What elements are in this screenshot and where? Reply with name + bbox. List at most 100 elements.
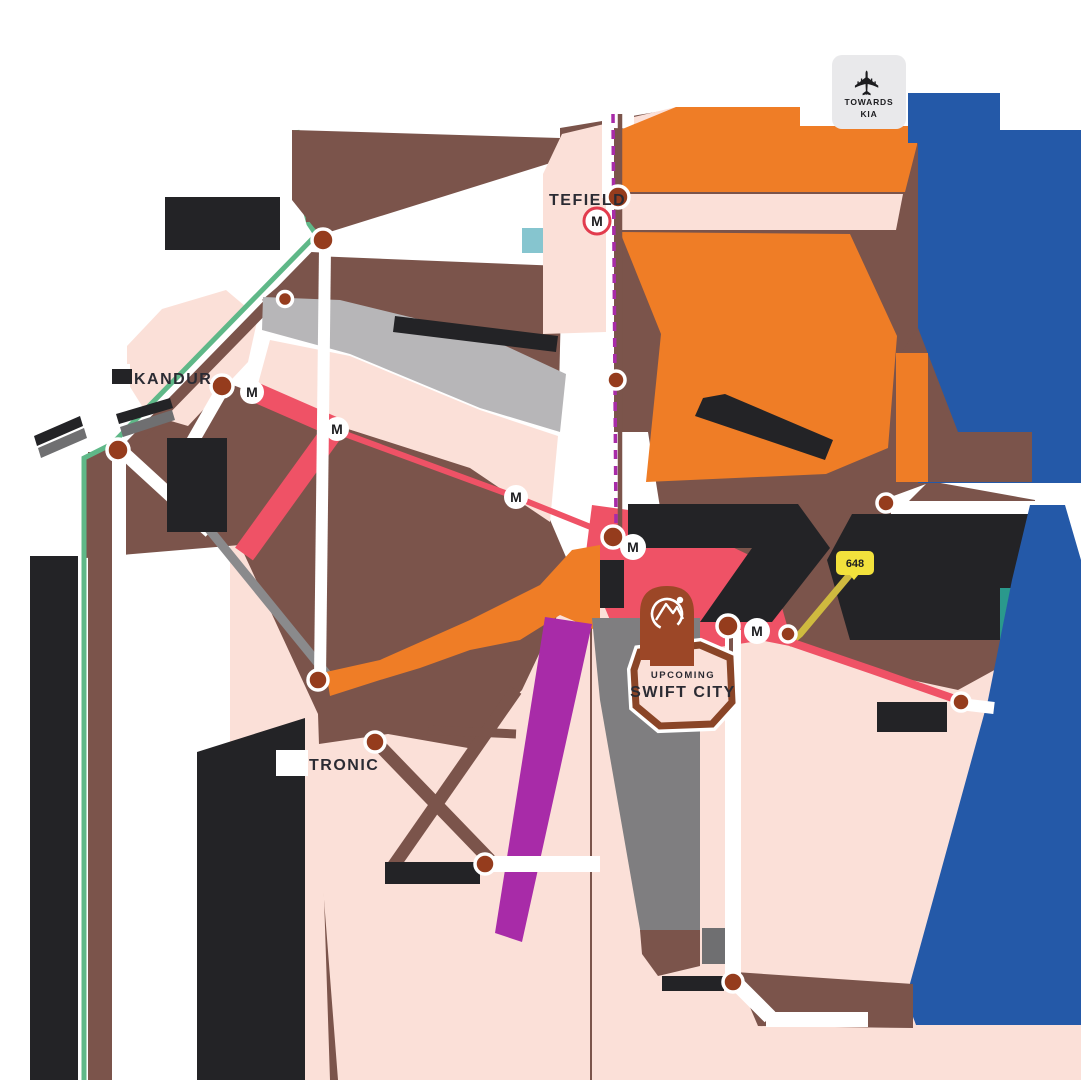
airport-badge: ✈ TOWARDS KIA [832,55,906,129]
airport-badge-bg [832,55,906,129]
hidden-label-box-large [827,514,1036,640]
road-junction-node [209,373,235,399]
swift-city-tagline: UPCOMING [651,670,715,681]
area-blue-diagonal [906,505,1081,1025]
metro-station-marker: M [620,534,646,560]
metro-m-label: M [246,384,258,400]
road-junction-node [600,524,626,550]
route-badge-notch [849,574,859,580]
electronic-label: TRONIC [309,757,379,774]
label-erase-patch [276,750,308,776]
road-junction-node [778,624,798,644]
metro-m-label: M [627,539,639,555]
place-labels: TEFIELD KANDUR TRONIC [96,192,626,776]
road-white-top [311,234,567,266]
whitefield-label: TEFIELD [549,192,626,209]
swift-city-site: UPCOMING SWIFT CITY [626,637,740,734]
road-white-diagonal [110,233,331,457]
hidden-label-box [34,416,83,446]
road-junction-node [310,227,336,253]
road-junction-node [306,668,330,692]
hidden-label-box [393,316,558,352]
metro-station-marker-whitefield: M [582,206,612,236]
brown-wedge-south [640,930,700,976]
metro-stations: M M M M M M [240,206,770,644]
hidden-label-box [598,560,624,608]
hidden-label-box [116,398,173,424]
area-pink-band [618,194,903,230]
dark-strip-west [30,556,78,1080]
road-orange-band [326,545,600,696]
road-brown-x2 [386,686,522,872]
green-line-south [81,441,114,1080]
west-junction-roads [34,386,334,681]
gray-strip [38,428,87,458]
brown-wedge-right [896,328,1032,482]
road-gray-southeast [204,525,334,681]
road-white-east [891,501,1043,515]
sunrise-circle-logo-icon [650,596,685,631]
road-junction-node [275,289,295,309]
road-white-west-vertical [112,452,126,1080]
road-white-south-vertical [725,630,741,976]
road-junction-node [105,437,131,463]
road-white-bend [731,978,776,1023]
south-center-blocks [314,247,995,1028]
pin-stem [650,652,694,666]
road-brown-west-vertical [88,452,112,1080]
metro-m-label: M [751,623,763,639]
hidden-label-box [167,438,227,532]
area-orange-main [620,232,897,482]
metro-station-marker: M [744,618,770,644]
metro-station-marker: M [504,485,528,509]
metro-station-marker: M [240,380,264,404]
hidden-label-box [385,862,480,884]
road-junction-node [715,613,741,639]
road-junction-node [473,852,497,876]
road-white-mid [488,856,600,872]
route-648-badge: 648 [836,551,874,580]
road-gray-band [262,297,566,432]
metro-m-label: M [510,489,522,505]
road-brown-link [427,725,517,739]
hidden-labels-north [165,197,833,460]
dark-area-southwest [197,718,305,1080]
route-badge-bg [836,551,874,575]
metro-m-label: M [591,213,603,229]
hidden-label-box [628,504,830,622]
junction-nodes [105,184,972,994]
swift-city-name: SWIFT CITY [630,684,736,701]
hidden-label-box [877,702,947,732]
hidden-label-box [165,197,280,250]
road-white-bottom [766,1012,868,1027]
road-brown-top [292,130,560,235]
towards-label: TOWARDS [845,97,894,107]
road-junction-node [875,492,897,514]
bellandur-label: KANDUR [134,371,212,388]
road-junction-node [721,970,745,994]
metro-station-marker: M [325,417,349,441]
road-white-wedge [888,484,926,512]
project-logo-pin [640,586,694,666]
hidden-label-box [112,369,132,384]
road-junction-node [950,691,972,713]
road-junction-node [605,369,627,391]
gray-strip [120,410,175,437]
airplane-icon: ✈ [849,69,887,98]
road-junction-node [605,184,631,210]
area-pink-central-wedge [255,340,558,522]
kia-label: KIA [860,109,877,119]
area-blue-strip [918,130,1081,145]
pin-body [640,586,694,660]
area-pink-southwest [312,614,590,1080]
metro-m-label: M [331,421,343,437]
cyan-patch [522,228,543,253]
hidden-label-box [695,394,833,460]
purple-dashed-metro-line [611,113,618,525]
route-number: 648 [846,558,864,570]
orange-strip-right [896,353,928,482]
road-white-center-vertical [314,247,331,679]
hidden-label-box [662,976,724,991]
